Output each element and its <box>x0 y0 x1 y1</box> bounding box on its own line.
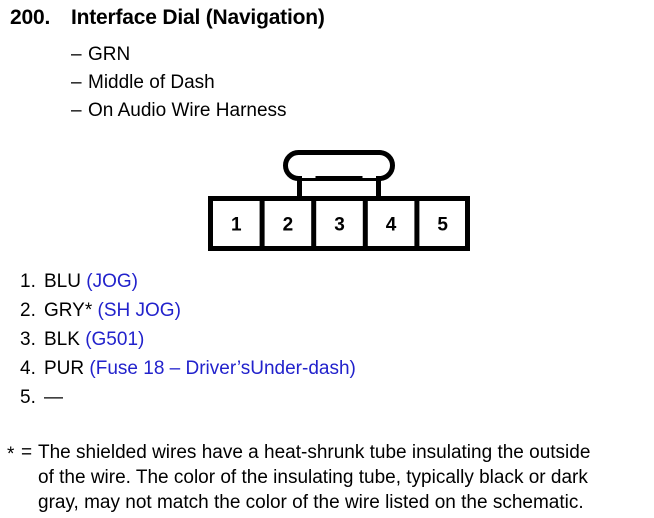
footnote-marker: * <box>7 444 15 465</box>
attribute-label: Middle of Dash <box>88 72 215 93</box>
connector-pin-3: 3 <box>334 215 345 236</box>
list-item: 5. — <box>0 384 654 413</box>
pin-number: 3. <box>20 329 36 350</box>
footnote-line: of the wire. The color of the insulating… <box>38 467 588 488</box>
pin-wire-color: BLU <box>44 271 81 292</box>
pin-circuit-name: (Fuse 18 – Driver’sUnder-dash) <box>89 358 356 379</box>
pin-wire-color: GRY* <box>44 300 93 321</box>
pin-detail: GRY* (SH JOG) <box>44 297 181 324</box>
connector-diagram: 1 2 3 4 5 <box>208 150 470 251</box>
pin-detail: BLU (JOG) <box>44 268 138 295</box>
list-item: – Middle of Dash <box>0 70 654 98</box>
pin-detail: — <box>44 384 63 411</box>
list-item: 1. BLU (JOG) <box>0 268 654 297</box>
pin-assignment-list: 1. BLU (JOG) 2. GRY* (SH JOG) 3. BLK (G5… <box>0 268 654 413</box>
attribute-label: GRN <box>88 44 131 65</box>
entry-header: 200. Interface Dial (Navigation) <box>0 6 654 36</box>
list-item: 3. BLK (G501) <box>0 326 654 355</box>
pin-number: 1. <box>20 271 36 292</box>
connector-pin-1: 1 <box>231 215 242 236</box>
list-item: 2. GRY* (SH JOG) <box>0 297 654 326</box>
page-title: Interface Dial (Navigation) <box>71 6 325 29</box>
pin-detail: PUR (Fuse 18 – Driver’sUnder-dash) <box>44 355 356 382</box>
list-item: – On Audio Wire Harness <box>0 98 654 126</box>
pin-detail: BLK (G501) <box>44 326 144 353</box>
dash-bullet-icon: – <box>71 100 82 121</box>
pin-circuit-name: (SH JOG) <box>97 300 181 321</box>
footnote-line: gray, may not match the color of the wir… <box>38 492 584 513</box>
attribute-list: – GRN – Middle of Dash – On Audio Wire H… <box>0 42 654 126</box>
entry-number: 200. <box>10 6 51 29</box>
pin-wire-color: PUR <box>44 358 85 379</box>
pin-number: 4. <box>20 358 36 379</box>
list-item: 4. PUR (Fuse 18 – Driver’sUnder-dash) <box>0 355 654 384</box>
footnote-line: The shielded wires have a heat-shrunk tu… <box>38 442 591 463</box>
connector-pin-4: 4 <box>386 215 397 236</box>
pin-circuit-name: (JOG) <box>86 271 138 292</box>
connector-pin-2: 2 <box>283 215 294 236</box>
pin-wire-color: — <box>44 387 63 408</box>
connector-locking-tab <box>283 150 395 198</box>
pin-number: 5. <box>20 387 36 408</box>
pin-wire-color: BLK <box>44 329 80 350</box>
list-item: – GRN <box>0 42 654 70</box>
footnote-text: The shielded wires have a heat-shrunk tu… <box>38 440 652 515</box>
dash-bullet-icon: – <box>71 72 82 93</box>
pin-circuit-name: (G501) <box>85 329 145 350</box>
connector-body <box>208 196 470 251</box>
dash-bullet-icon: – <box>71 44 82 65</box>
attribute-label: On Audio Wire Harness <box>88 100 287 121</box>
connector-pin-5: 5 <box>437 215 448 236</box>
footnote-equals-sign: = <box>21 442 33 463</box>
pin-number: 2. <box>20 300 36 321</box>
